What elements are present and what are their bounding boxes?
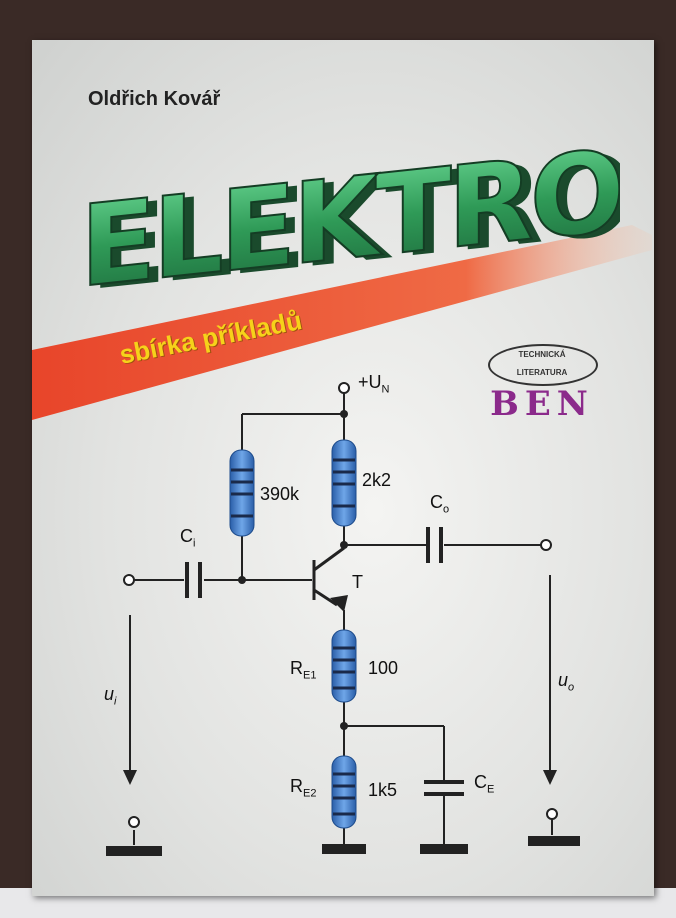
book-title-text: ELEKTRONIKA <box>80 120 620 300</box>
book-title: ELEKTRONIKA ELEKTRONIKA <box>80 120 620 300</box>
re2-sub: E2 <box>303 787 317 800</box>
publisher-ring-bottom: LITERATURA <box>516 368 568 377</box>
publisher-logo: TECHNICKÁ LITERATURA BEN <box>482 340 602 430</box>
circuit-junctions <box>238 410 348 730</box>
ground-symbols <box>106 836 580 856</box>
resistor-bands <box>231 458 355 816</box>
capacitor-plates <box>185 527 464 796</box>
transistor-label: T <box>352 572 363 592</box>
supply-label: +UN <box>358 372 389 396</box>
re1-name: R <box>290 658 303 678</box>
re1-sub: E1 <box>303 669 317 682</box>
emitter-capacitor-label: CE <box>474 772 494 796</box>
circuit-terminals <box>123 382 558 828</box>
cover-artwork <box>32 225 652 856</box>
author-name: Oldřich Kovář <box>88 88 221 110</box>
input-voltage-main: u <box>104 684 115 704</box>
book-cover: Oldřich Kovář ELEKTRONIKA ELEKTRONIKA sb… <box>32 40 654 896</box>
supply-label-main: +U <box>358 372 382 392</box>
input-voltage-sub: i <box>114 695 117 708</box>
output-capacitor-sub: o <box>443 503 450 516</box>
bias-resistor-value: 390k <box>260 484 300 504</box>
red-banner <box>32 225 652 420</box>
output-voltage-main: u <box>558 670 569 690</box>
input-capacitor-sub: i <box>193 537 196 550</box>
output-capacitor-label: Co <box>430 492 449 516</box>
re1-value: 100 <box>368 658 399 678</box>
re2-name: R <box>290 776 303 796</box>
input-capacitor-label: Ci <box>180 526 195 550</box>
transistor-symbol <box>312 546 345 607</box>
emitter-capacitor-name: C <box>474 772 487 792</box>
output-voltage-sub: o <box>568 681 575 694</box>
output-arrow-head <box>543 770 557 785</box>
input-voltage-label: ui <box>104 684 116 708</box>
re2-label: RE2 <box>290 776 316 800</box>
publisher-oval <box>488 344 598 386</box>
collector-resistor-value: 2k2 <box>362 470 392 490</box>
output-capacitor-name: C <box>430 492 443 512</box>
publisher-ring-top: TECHNICKÁ <box>518 350 566 359</box>
output-voltage-label: uo <box>558 670 574 694</box>
supply-label-sub: N <box>381 383 390 396</box>
transistor-emitter-arrow <box>330 595 348 612</box>
publisher-mark: BEN <box>490 384 594 424</box>
re2-value: 1k5 <box>368 780 398 800</box>
re1-label: RE1 <box>290 658 316 682</box>
input-arrow-head <box>123 770 137 785</box>
input-capacitor-name: C <box>180 526 193 546</box>
emitter-capacitor-sub: E <box>487 783 495 796</box>
circuit-wires <box>129 390 553 845</box>
